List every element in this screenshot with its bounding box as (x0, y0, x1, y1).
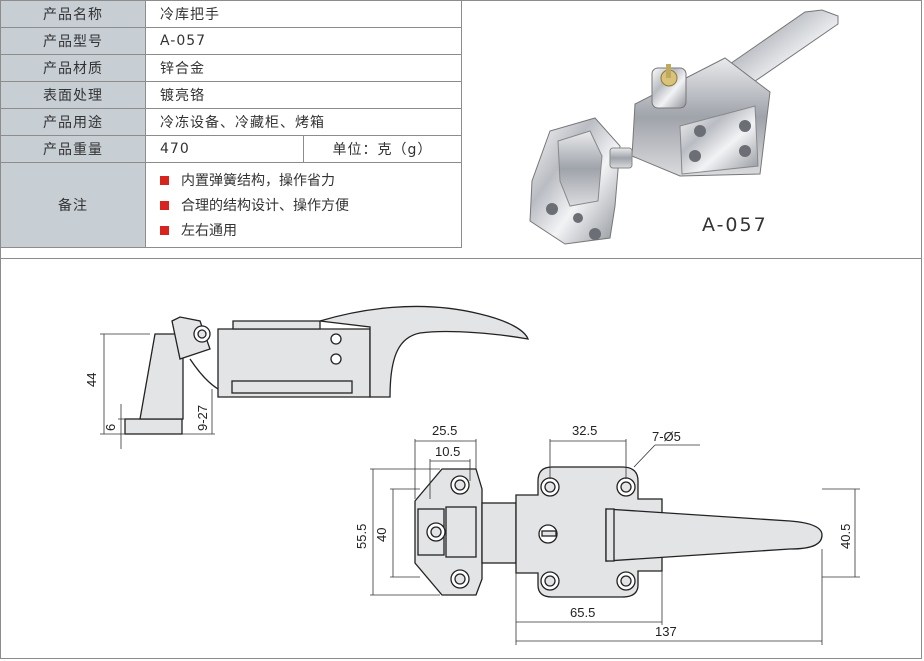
note-item: 内置弹簧结构，操作省力 (146, 168, 461, 193)
spec-label: 表面处理 (0, 81, 146, 109)
bullet-icon (160, 200, 169, 210)
spec-table: 产品名称 冷库把手 产品型号 A-057 产品材质 锌合金 表面处理 镀亮铬 产… (0, 0, 462, 248)
front-view-keeper (414, 468, 517, 596)
dim-44: 44 (84, 373, 99, 387)
spec-row-name: 产品名称 冷库把手 (0, 0, 462, 28)
spec-value: 470 (145, 135, 304, 163)
notes-label: 备注 (0, 162, 146, 248)
note-text: 合理的结构设计、操作方便 (181, 198, 349, 214)
dim-25-5: 25.5 (432, 423, 457, 438)
bullet-icon (160, 225, 169, 235)
spec-row-material: 产品材质 锌合金 (0, 54, 462, 82)
product-photo (529, 9, 839, 245)
front-view-handle (515, 466, 823, 598)
side-view (124, 305, 530, 435)
note-text: 内置弹簧结构，操作省力 (181, 173, 335, 189)
spec-value: A-057 (145, 27, 462, 55)
dim-55-5: 55.5 (354, 524, 369, 549)
spec-value: 锌合金 (145, 54, 462, 82)
spec-label: 产品用途 (0, 108, 146, 136)
dim-65-5: 65.5 (570, 605, 595, 620)
spec-label: 产品材质 (0, 54, 146, 82)
dim-10-5: 10.5 (435, 444, 460, 459)
spec-row-finish: 表面处理 镀亮铬 (0, 81, 462, 109)
spec-row-notes: 备注 内置弹簧结构，操作省力 合理的结构设计、操作方便 左右通用 (0, 162, 462, 248)
dim-137: 137 (655, 624, 677, 639)
dim-40: 40 (374, 528, 389, 542)
note-text: 左右通用 (181, 223, 237, 239)
spec-row-usage: 产品用途 冷冻设备、冷藏柜、烤箱 (0, 108, 462, 136)
spec-value: 冷冻设备、冷藏柜、烤箱 (145, 108, 462, 136)
bullet-icon (160, 175, 169, 185)
spec-value: 镀亮铬 (145, 81, 462, 109)
model-label: A-057 (702, 214, 768, 236)
dim-40-5: 40.5 (838, 524, 853, 549)
spec-row-weight: 产品重量 470 单位：克（g） (0, 135, 462, 163)
spec-label: 产品重量 (0, 135, 146, 163)
spec-value: 冷库把手 (145, 0, 462, 28)
spec-row-model: 产品型号 A-057 (0, 27, 462, 55)
dim-9-27: 9-27 (195, 405, 210, 431)
notes-list: 内置弹簧结构，操作省力 合理的结构设计、操作方便 左右通用 (145, 162, 462, 248)
note-item: 合理的结构设计、操作方便 (146, 193, 461, 218)
note-item: 左右通用 (146, 218, 461, 243)
dim-holes: 7-Ø5 (652, 429, 681, 444)
spec-label: 产品型号 (0, 27, 146, 55)
technical-drawing: 44 6 9-27 25.5 10.5 32.5 7-Ø5 55.5 40 40… (84, 305, 860, 645)
section-divider (0, 258, 922, 259)
spec-label: 产品名称 (0, 0, 146, 28)
weight-unit: 单位：克（g） (303, 135, 462, 163)
dim-6: 6 (103, 424, 118, 431)
dim-32-5: 32.5 (572, 423, 597, 438)
